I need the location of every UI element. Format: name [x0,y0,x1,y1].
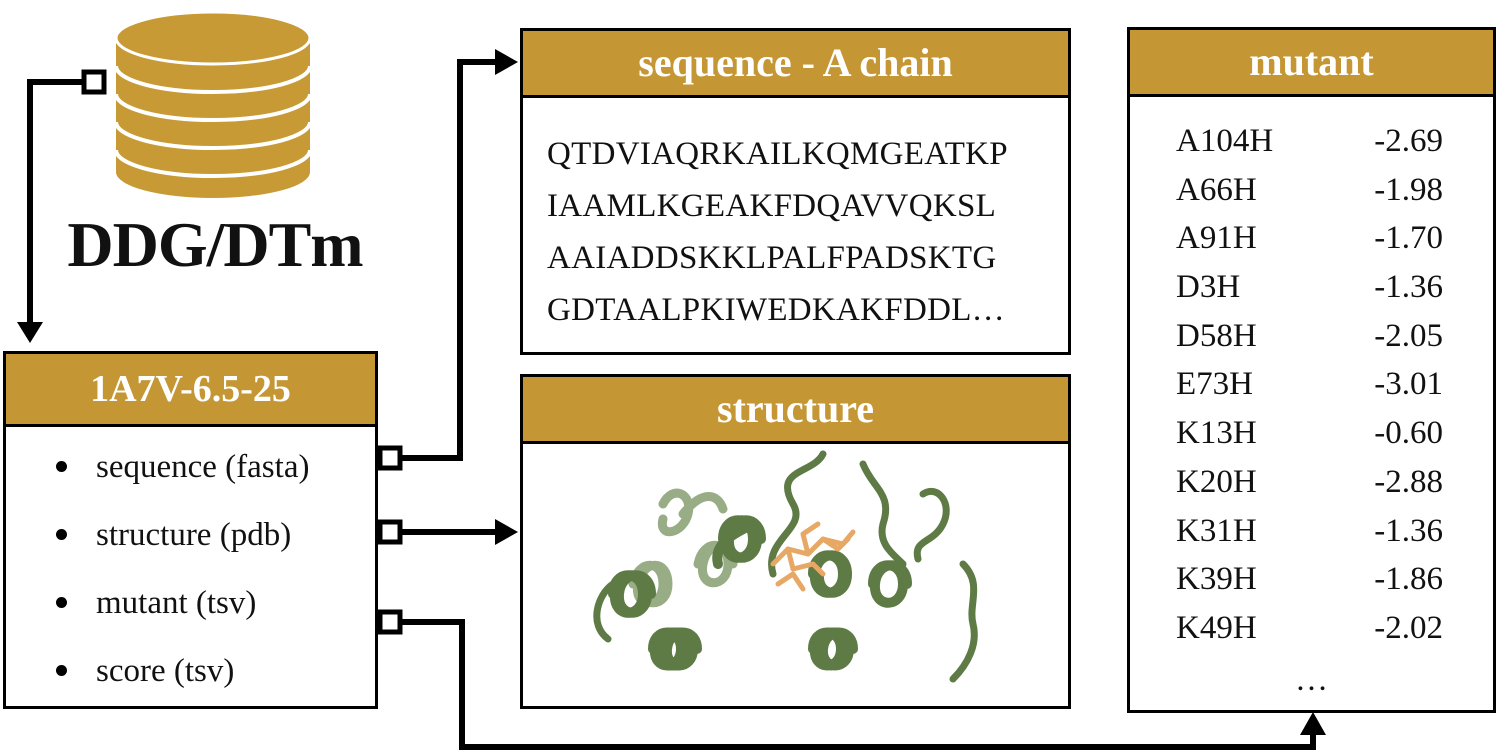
mutant-ellipsis: … [1295,662,1328,698]
entry-file-list: sequence (fasta) structure (pdb) mutant … [6,433,375,705]
list-item: sequence (fasta) [6,433,375,501]
connector-entry-to-sequence [377,49,518,471]
bullet-icon [56,665,67,676]
table-row: A91H -1.70 [1130,214,1493,263]
entry-box: 1A7V-6.5-25 sequence (fasta) structure (… [3,351,378,709]
list-item: structure (pdb) [6,501,375,569]
mutant-name: D3H [1176,269,1241,306]
table-row: K49H -2.02 [1130,604,1493,653]
table-row: K13H -0.60 [1130,409,1493,458]
connector-entry-to-structure [377,519,518,545]
sequence-line: IAAMLKGEAKFDQAVVQKSL [547,188,997,224]
mutant-name: K49H [1176,609,1257,646]
mutant-name: A91H [1176,220,1257,257]
mutant-score: -1.70 [1374,220,1443,257]
mutant-name: A66H [1176,171,1257,208]
mutant-score: -1.36 [1374,512,1443,549]
mutant-score: -2.69 [1374,123,1443,159]
table-row: E73H -3.01 [1130,360,1493,409]
mutant-score: -2.88 [1374,463,1443,500]
mutant-score: -3.01 [1374,366,1443,403]
entry-title: 1A7V-6.5-25 [6,354,375,427]
bullet-icon [56,529,67,540]
table-row: K31H -1.36 [1130,507,1493,556]
mutant-name: K31H [1176,512,1257,549]
mutant-score: -1.98 [1374,171,1443,208]
table-row: K20H -2.88 [1130,458,1493,507]
sequence-box: sequence - A chain QTDVIAQRKAILKQMGEATKP… [520,28,1071,355]
mutant-score: -1.36 [1374,269,1443,306]
sequence-line: AAIADDSKKLPALFPADSKTG [547,240,997,276]
list-item-label: mutant (tsv) [96,585,257,621]
table-row: D58H -2.05 [1130,312,1493,361]
mutant-name: D58H [1176,317,1257,354]
list-item-label: score (tsv) [96,653,235,689]
table-row: K39H -1.86 [1130,555,1493,604]
table-row: D3H -1.36 [1130,263,1493,312]
bullet-icon [56,461,67,472]
structure-box: structure [520,374,1071,709]
structure-title: structure [523,377,1068,444]
list-item: mutant (tsv) [6,569,375,637]
table-row: A66H -1.98 [1130,166,1493,215]
mutant-score: -1.86 [1374,561,1443,598]
sequence-title: sequence - A chain [523,31,1068,98]
bullet-icon [56,597,67,608]
list-item-label: structure (pdb) [96,517,292,553]
sequence-text: QTDVIAQRKAILKQMGEATKP IAAMLKGEAKFDQAVVQK… [523,98,1068,336]
mutant-score: -2.05 [1374,317,1443,354]
database-icon [114,10,312,198]
mutant-name: K20H [1176,463,1257,500]
mutant-name: K39H [1176,561,1257,598]
mutant-title: mutant [1130,30,1493,97]
mutant-score: -2.02 [1374,609,1443,646]
list-item-label: sequence (fasta) [96,449,310,485]
table-row: A104H -2.69 [1130,117,1493,166]
mutant-name: A104H [1176,123,1274,159]
mutant-name: K13H [1176,415,1257,452]
mutant-score: -0.60 [1374,415,1443,452]
list-item: score (tsv) [6,637,375,705]
database-label: DDG/DTm [67,209,363,280]
sequence-line: QTDVIAQRKAILKQMGEATKP [547,136,1008,172]
sequence-line: GDTAALPKIWEDKAKFDDL… [547,292,1005,328]
protein-structure-image [593,450,978,683]
mutant-name: E73H [1176,366,1253,403]
